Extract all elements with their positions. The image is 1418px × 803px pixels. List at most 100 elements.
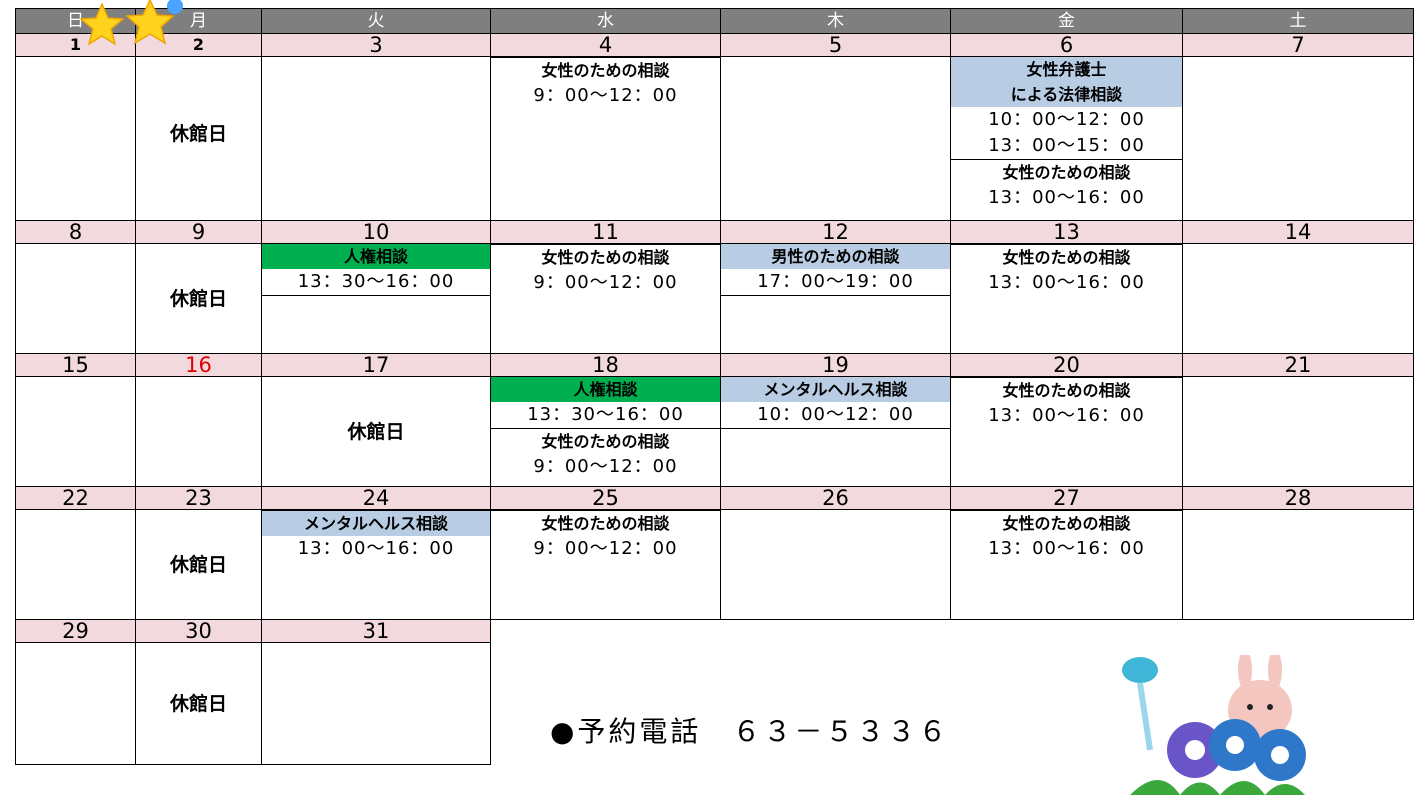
event-time: 13：00～16：00 — [988, 272, 1145, 293]
date-cell: 19 — [720, 353, 951, 377]
closed-label: 休館日 — [169, 123, 227, 145]
event-label: 女性のための相談 — [541, 61, 670, 80]
date-cell: 31 — [261, 619, 491, 643]
event-time: 13：00～16：00 — [988, 538, 1145, 559]
date-cell: 2 — [135, 33, 262, 57]
date-cell: 14 — [1182, 220, 1414, 244]
event-time: 9：00～12：00 — [533, 538, 678, 559]
day-cell — [15, 509, 136, 620]
event-time: 9：00～12：00 — [533, 456, 678, 477]
date-cell: 13 — [950, 220, 1183, 244]
day-cell: 休館日 — [135, 243, 262, 354]
day-cell — [15, 376, 136, 487]
event-label: による法律相談 — [951, 82, 1182, 107]
closed-label: 休館日 — [169, 693, 227, 715]
date-cell: 9 — [135, 220, 262, 244]
date-cell: 1 — [15, 33, 136, 57]
event-label: 人権相談 — [491, 377, 720, 402]
event-label: 女性のための相談 — [541, 432, 670, 451]
day-cell: 休館日 — [135, 642, 262, 765]
weekday-thu: 木 — [720, 8, 951, 34]
date-cell: 27 — [950, 486, 1183, 510]
date-cell: 12 — [720, 220, 951, 244]
day-cell: 女性のための相談 13：00～16：00 — [950, 243, 1183, 354]
closed-label: 休館日 — [169, 288, 227, 310]
calendar-table: 日 月 火 水 木 金 土 1 2 3 4 5 6 7 休館日 女性のための相談… — [15, 8, 1414, 765]
day-cell: 女性のための相談 9：00～12：00 — [490, 243, 721, 354]
event-label: 女性のための相談 — [1002, 514, 1131, 533]
event-time: 13：00～16：00 — [988, 187, 1145, 208]
date-cell: 10 — [261, 220, 491, 244]
date-row: 29 30 31 — [15, 619, 1414, 765]
date-cell: 15 — [15, 353, 136, 377]
weekday-header: 日 月 火 水 木 金 土 — [15, 8, 1414, 34]
event-label: 女性のための相談 — [1002, 248, 1131, 267]
event-label: 女性弁護士 — [951, 57, 1182, 82]
day-cell — [15, 56, 136, 221]
event-time: 10：00～12：00 — [757, 404, 914, 425]
date-cell: 21 — [1182, 353, 1414, 377]
weekday-wed: 水 — [490, 8, 721, 34]
date-row: 22 23 24 25 26 27 28 — [15, 486, 1414, 510]
event-time: 17：00～19：00 — [757, 271, 914, 292]
event-label: 女性のための相談 — [541, 248, 670, 267]
weekday-sat: 土 — [1182, 8, 1414, 34]
stars-decoration-icon — [80, 0, 183, 46]
event-label: 人権相談 — [262, 244, 490, 269]
day-cell — [1182, 243, 1414, 354]
day-cell — [1182, 509, 1414, 620]
date-row: 1 2 3 4 5 6 7 — [15, 33, 1414, 57]
day-cell — [15, 243, 136, 354]
date-cell: 20 — [950, 353, 1183, 377]
date-cell: 26 — [720, 486, 951, 510]
date-cell: 5 — [720, 33, 951, 57]
day-cell — [261, 642, 491, 765]
date-cell: 3 — [261, 33, 491, 57]
day-cell: 休館日 — [135, 56, 262, 221]
event-label: メンタルヘルス相談 — [721, 377, 950, 402]
day-cell — [15, 642, 136, 765]
schedule-row: 休館日 女性のための相談 9：00～12：00 女性弁護士 による法律相談 10：… — [15, 56, 1414, 221]
date-cell: 11 — [490, 220, 721, 244]
day-cell — [1182, 376, 1414, 487]
date-cell: 22 — [15, 486, 136, 510]
weekday-tue: 火 — [261, 8, 491, 34]
schedule-row: 休館日 — [15, 642, 1414, 765]
event-label: 女性のための相談 — [1002, 381, 1131, 400]
event-time: 13：00～16：00 — [297, 538, 455, 559]
day-cell — [720, 56, 951, 221]
date-cell: 23 — [135, 486, 262, 510]
date-cell: 28 — [1182, 486, 1414, 510]
closed-label: 休館日 — [169, 554, 227, 576]
event-label: 女性のための相談 — [541, 514, 670, 533]
event-time: 9：00～12：00 — [533, 272, 678, 293]
date-cell: 18 — [490, 353, 721, 377]
date-row: 8 9 10 11 12 13 14 — [15, 220, 1414, 244]
event-time: 13：30～16：00 — [297, 271, 455, 292]
date-cell: 24 — [261, 486, 491, 510]
date-cell: 29 — [15, 619, 136, 643]
event-time: 9：00～12：00 — [533, 85, 678, 106]
day-cell — [720, 509, 951, 620]
event-label: 女性のための相談 — [1002, 163, 1131, 182]
event-time: 13：30～16：00 — [527, 404, 684, 425]
date-cell: 7 — [1182, 33, 1414, 57]
day-cell — [135, 376, 262, 487]
date-cell: 30 — [135, 619, 262, 643]
date-cell: 25 — [490, 486, 721, 510]
closed-label: 休館日 — [347, 421, 405, 443]
event-label: 男性のための相談 — [721, 244, 950, 269]
day-cell: 女性のための相談 9：00～12：00 — [490, 56, 721, 221]
date-cell: 4 — [490, 33, 721, 57]
date-cell: 6 — [950, 33, 1183, 57]
day-cell: 女性弁護士 による法律相談 10：00～12：00 13：00～15：00 女性… — [950, 56, 1183, 221]
rabbit-morning-glory-icon — [1122, 655, 1306, 795]
weekday-fri: 金 — [950, 8, 1183, 34]
